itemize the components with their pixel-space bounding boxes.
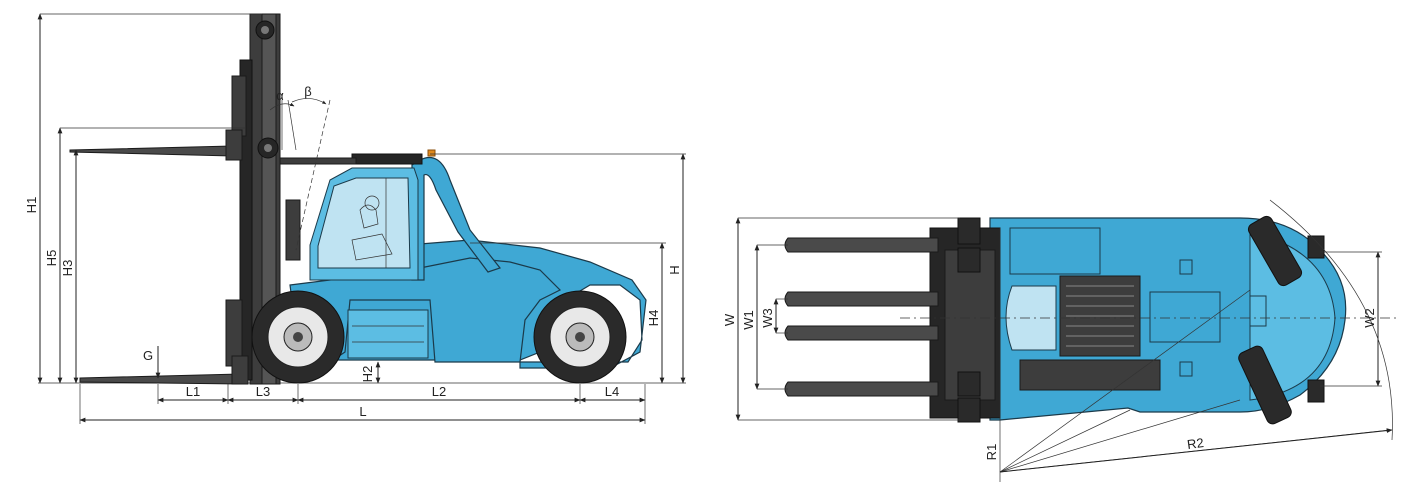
top-rear-tires <box>1238 215 1325 425</box>
label-h1: H1 <box>24 197 39 214</box>
label-l4: L4 <box>605 384 619 399</box>
label-h3: H3 <box>60 260 75 277</box>
fork-lowered <box>79 373 241 385</box>
fork-raised <box>69 145 233 157</box>
label-h5: H5 <box>44 250 59 267</box>
label-beta: β <box>304 84 311 99</box>
label-h: H <box>667 265 682 274</box>
beacon-icon <box>427 149 436 157</box>
rear-wheel <box>533 290 627 384</box>
label-h2: H2 <box>360 366 375 383</box>
label-w: W <box>722 313 737 326</box>
label-w2: W2 <box>1362 308 1377 328</box>
label-l3: L3 <box>256 384 270 399</box>
label-r2: R2 <box>1186 435 1205 452</box>
tilt-cylinder <box>271 157 357 165</box>
label-r1: R1 <box>984 444 999 461</box>
top-view: W W1 W3 W2 R1 R2 <box>722 199 1400 482</box>
label-h4: H4 <box>646 310 661 327</box>
cab-roof-bar <box>351 153 423 165</box>
label-g: G <box>143 348 153 363</box>
side-view: H1 H5 H3 H H4 H2 G α β L1 L3 L2 L4 L <box>24 13 686 424</box>
top-step <box>1019 359 1161 391</box>
label-l: L <box>359 404 366 419</box>
cab-window <box>317 177 411 269</box>
label-alpha: α <box>276 88 284 103</box>
label-l1: L1 <box>186 384 200 399</box>
label-l2: L2 <box>432 384 446 399</box>
label-w3: W3 <box>760 308 775 328</box>
side-panel <box>347 309 429 359</box>
cab-arch <box>411 156 502 281</box>
front-wheel <box>251 290 345 384</box>
top-forks <box>784 237 939 397</box>
label-w1: W1 <box>741 310 756 330</box>
top-front-tires <box>957 217 981 423</box>
